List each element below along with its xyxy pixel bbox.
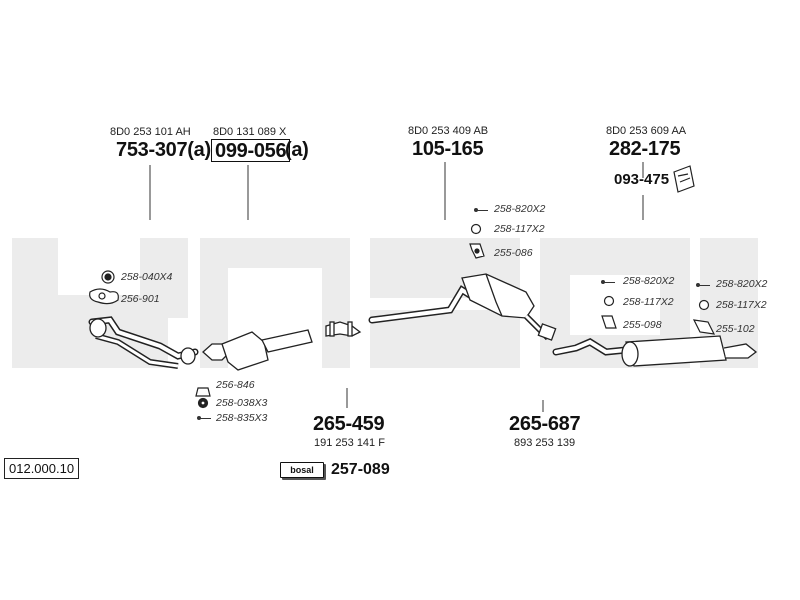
hardware-label: 255-102 [716,323,755,335]
hardware-label: 255-098 [623,319,662,331]
hardware-label: 258-040X4 [121,271,173,283]
diagram-reference: 012.000.10 [4,458,80,479]
oem-number: 191 253 141 F [314,437,385,449]
clamp-icons-c [692,299,716,335]
leader-lines [149,162,644,412]
rear-silencer-part [552,335,758,367]
part-number-catalyst: 099-056 [211,139,291,162]
part-number-kit: 093-475 [614,171,670,188]
part-number-rear-silencer: 282-175 [609,138,681,160]
hardware-label: 258-835X3 [216,412,268,424]
hardware-label: 258-820X2 [716,278,768,290]
hardware-label: 258-117X2 [716,299,767,311]
part-number-rear-pipe: 265-687 [509,413,581,435]
front-pipe-part [88,316,199,369]
hardware-label: 258-117X2 [494,223,545,235]
hardware-label: 256-846 [216,379,255,391]
part-number-center-silencer: 105-165 [412,138,484,160]
bolt-icon [197,416,211,420]
oem-number: 893 253 139 [514,437,576,449]
part-number-assembly-paste: 257-089 [331,461,390,478]
bolt-icon [696,283,710,287]
bolt-icon [601,280,615,284]
clamp-icons-a [469,223,485,259]
oem-number: 8D0 253 609 AA [606,125,687,137]
connector-part [325,321,362,337]
mount-icons [195,387,211,409]
mounting-kit-icon [673,165,695,193]
hardware-label: 258-038X3 [216,397,268,409]
hardware-label: 258-117X2 [623,296,674,308]
catalytic-converter-part [202,329,313,371]
hardware-label: 258-820X2 [494,203,546,215]
oem-number: 8D0 253 409 AB [408,125,489,137]
brand-plate: bosal [280,462,324,478]
part-number-front-middle: 265-459 [313,413,385,435]
center-silencer-part [368,273,557,341]
hardware-label: 255-086 [494,247,533,259]
oem-number: 8D0 131 089 X [213,126,287,138]
hardware-label: 256-901 [121,293,160,305]
bolt-icon [474,208,488,212]
part-number-suffix: (a) [285,139,309,161]
oem-number: 8D0 253 101 AH [110,126,191,138]
hardware-label: 258-820X2 [623,275,675,287]
gasket-icon [89,270,119,305]
part-number-front-pipe: 753-307(a) [116,139,211,161]
clamp-icons-b [601,295,617,329]
